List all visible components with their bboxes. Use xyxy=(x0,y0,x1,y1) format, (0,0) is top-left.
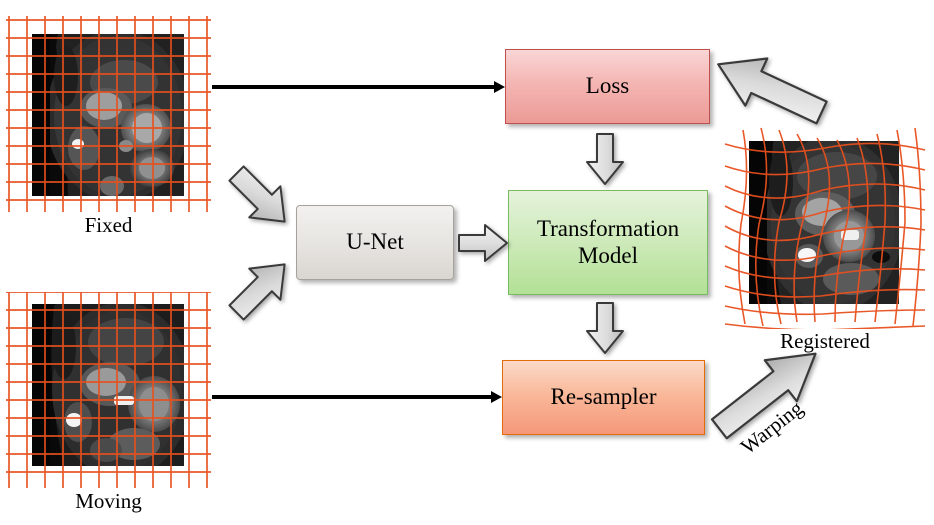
moving-image-panel xyxy=(6,291,211,488)
registered-to-loss-arrow xyxy=(705,42,833,134)
fixed-to-loss-arrow xyxy=(212,85,496,89)
resampler-box-label: Re-sampler xyxy=(550,384,657,410)
resampler-box[interactable]: Re-sampler xyxy=(502,360,705,435)
loss-box[interactable]: Loss xyxy=(505,49,710,124)
transformation-to-resampler-arrow xyxy=(584,301,626,355)
moving-to-resampler-arrow xyxy=(212,395,493,399)
moving-image xyxy=(6,291,211,488)
transformation-model-label-line1: Transformation xyxy=(536,216,680,242)
loss-box-label: Loss xyxy=(585,73,630,99)
fixed-image xyxy=(6,16,211,212)
registered-image-panel xyxy=(721,124,929,331)
registered-image xyxy=(724,127,926,331)
unet-to-transformation-arrow xyxy=(457,222,509,264)
moving-to-unet-arrow xyxy=(222,253,302,321)
transformation-model-box[interactable]: Transformation Model xyxy=(508,190,708,295)
transformation-model-label-line2: Model xyxy=(577,242,639,268)
unet-box-label: U-Net xyxy=(346,229,404,255)
transformation-model-box-label: Transformation Model xyxy=(537,216,679,269)
resampler-to-registered-arrow xyxy=(700,340,838,440)
fixed-image-label: Fixed xyxy=(84,213,133,237)
fixed-image-panel xyxy=(6,16,211,212)
loss-to-transformation-arrow xyxy=(584,132,626,186)
unet-box[interactable]: U-Net xyxy=(296,205,454,280)
fixed-to-unet-arrow xyxy=(222,165,302,233)
moving-image-label: Moving xyxy=(75,489,142,513)
registered-image-label: Registered xyxy=(780,329,870,353)
